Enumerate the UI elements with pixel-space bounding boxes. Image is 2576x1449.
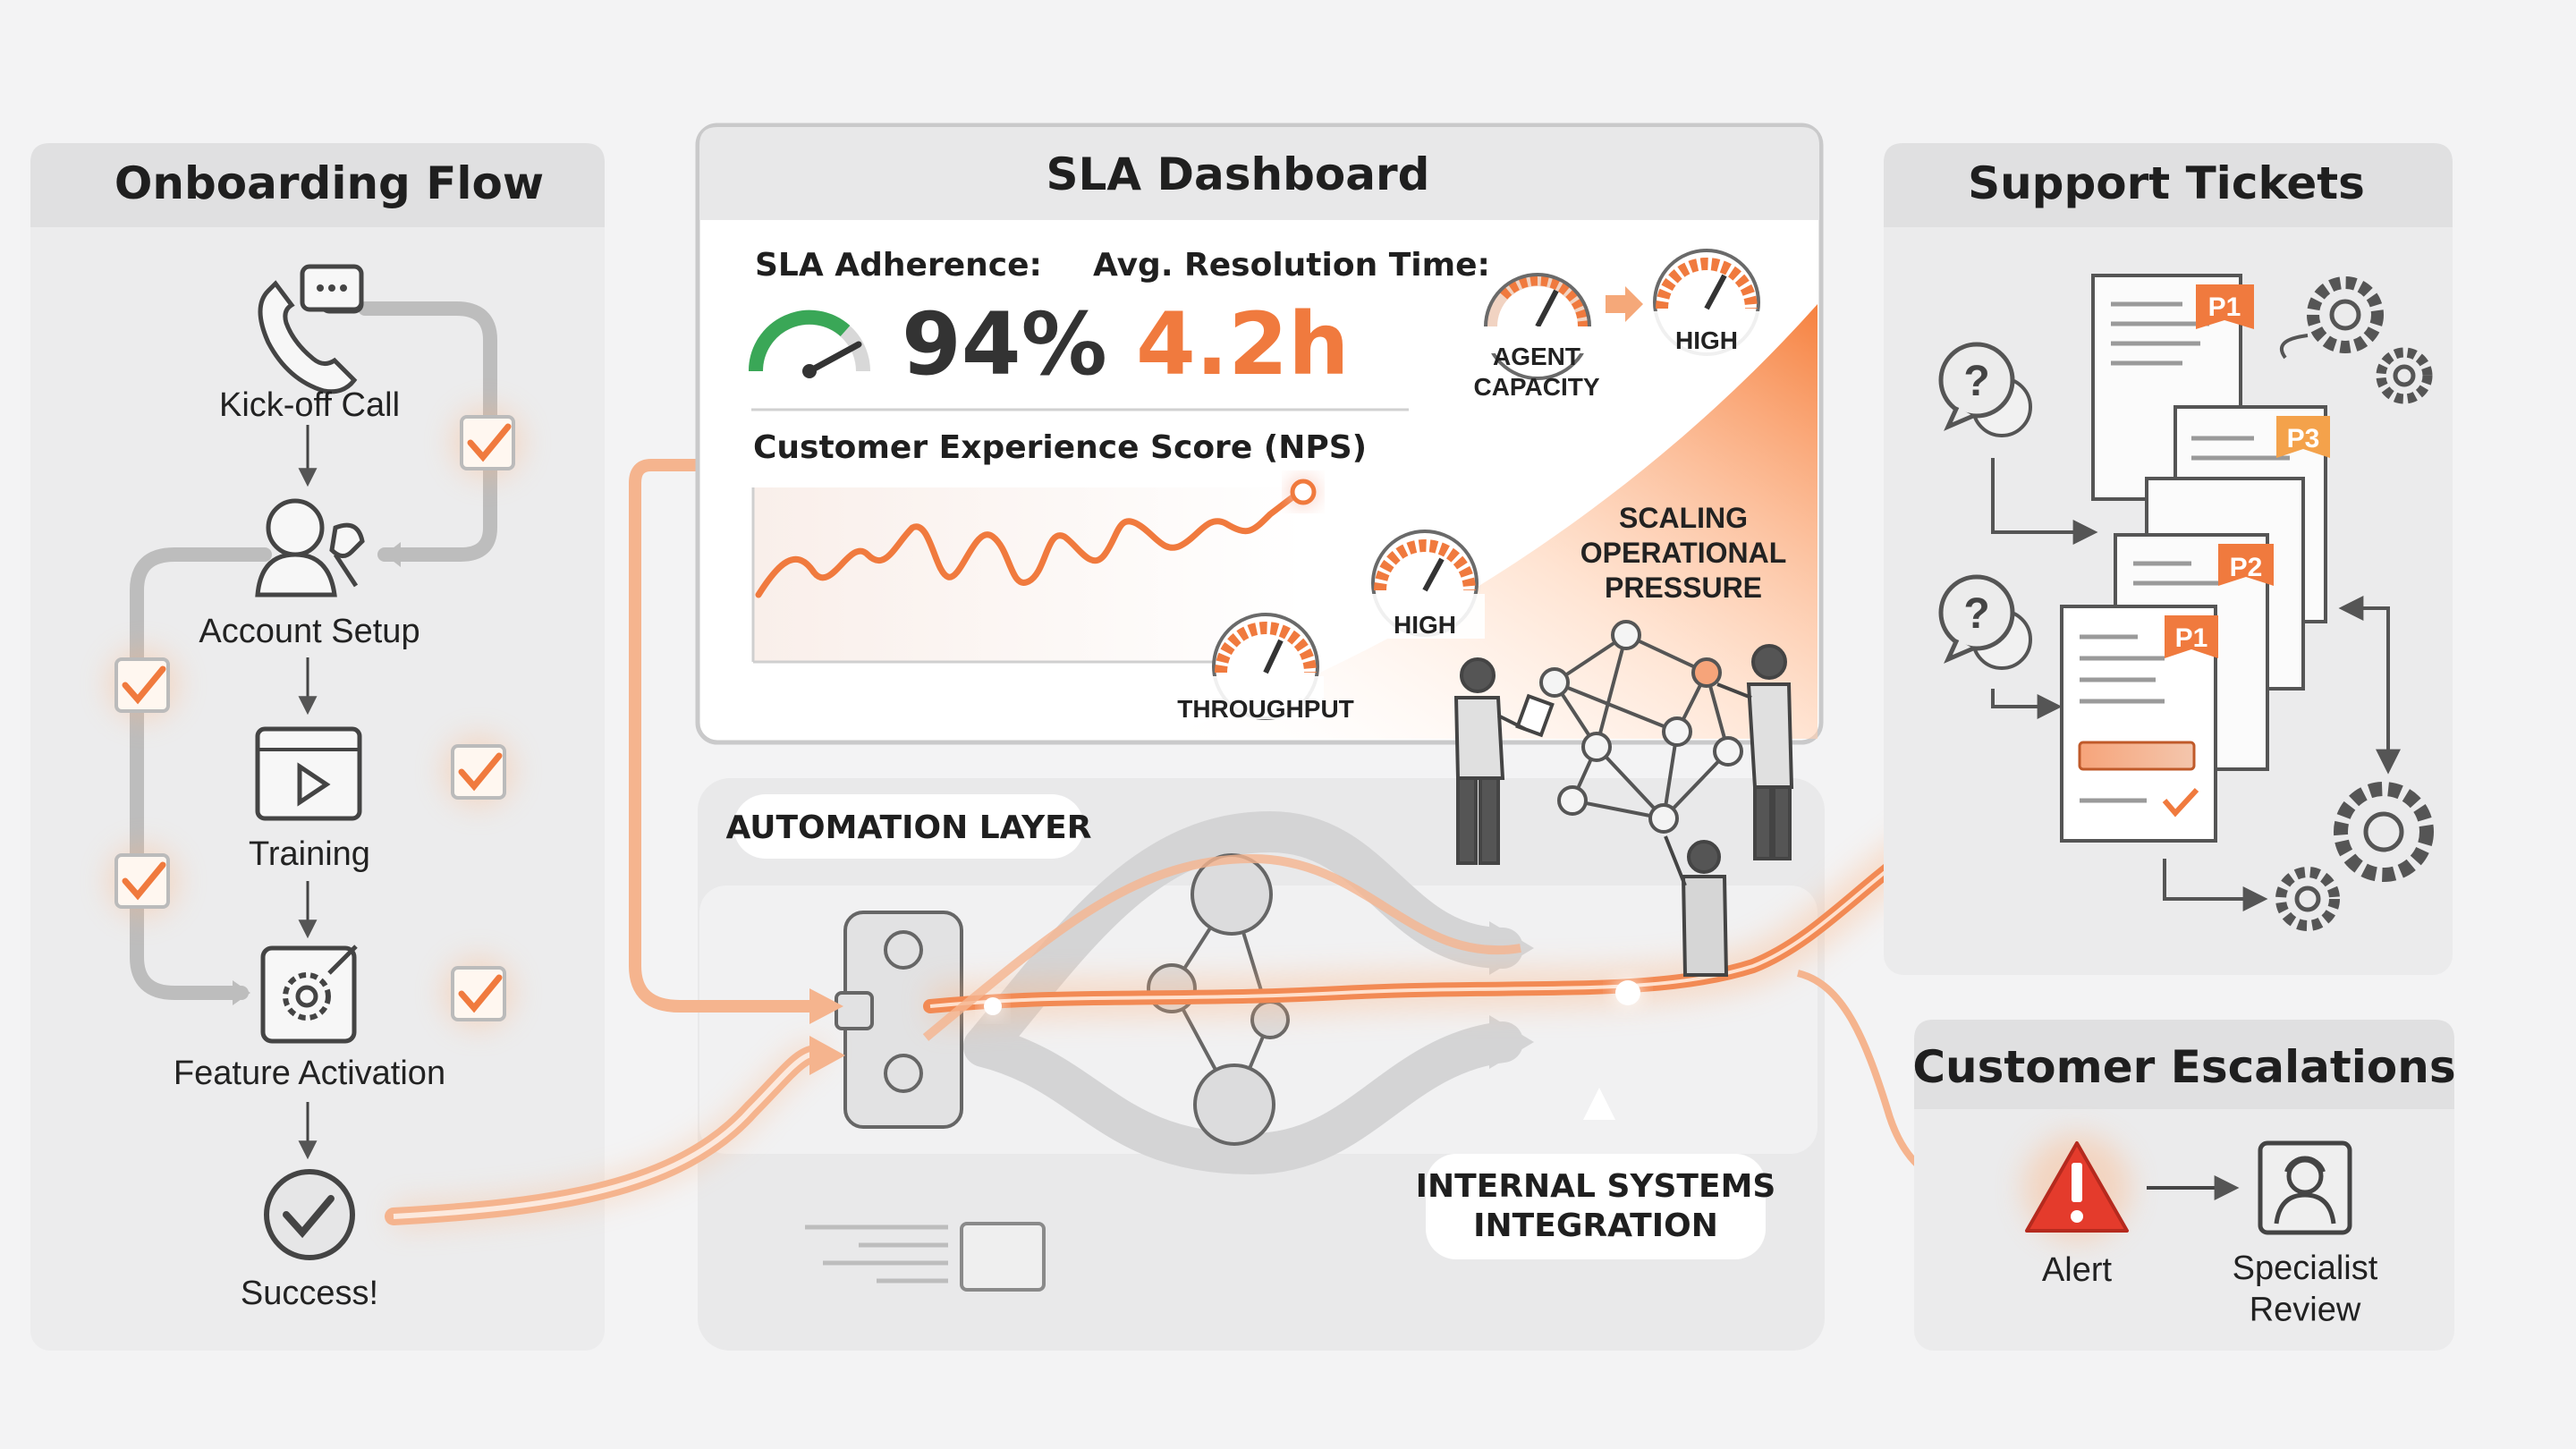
step-feature-activation: Feature Activation <box>174 1055 445 1092</box>
success-check-icon <box>264 1169 355 1260</box>
alert-label: Alert <box>2042 1251 2113 1289</box>
onboarding-panel: Onboarding Flow Kick-off Call <box>30 143 605 1351</box>
support-tickets-title: Support Tickets <box>1968 157 2365 209</box>
person-left-icon <box>1453 657 1555 865</box>
gear-cursor-icon <box>260 945 358 1044</box>
gear-icon <box>2275 867 2340 931</box>
user-wrench-icon <box>255 498 365 597</box>
step-success: Success! <box>241 1275 378 1312</box>
specialist-avatar-icon <box>2258 1140 2352 1235</box>
gear-icon <box>2334 782 2434 882</box>
ticket-p1-front: P1 <box>2060 605 2218 843</box>
high-gauge-mid-icon <box>1368 530 1485 639</box>
question-bubble-icon: ? <box>1938 574 2032 670</box>
ticket-priority: P1 <box>2208 292 2241 322</box>
automation-graph-icon <box>1147 853 1290 1146</box>
data-flow-lines <box>385 459 2030 1228</box>
ticket-priority: P1 <box>2175 623 2208 653</box>
video-player-icon <box>255 726 362 821</box>
ticket-priority: P2 <box>2230 553 2263 582</box>
network-graph-icon <box>1539 620 1743 834</box>
ticket-p1-top: P1 <box>2091 274 2254 501</box>
automation-module-icon <box>835 911 963 1129</box>
alert-icon <box>2023 1134 2131 1241</box>
sla-title: SLA Dashboard <box>1046 148 1430 200</box>
high-gauge-mid-label: HIGH <box>1394 611 1456 639</box>
sla-dashboard-panel: SLA Dashboard SLA Adherence: 94% Avg. Re… <box>695 123 1824 745</box>
high-gauge-top-label: HIGH <box>1675 326 1738 354</box>
automation-panel: AUTOMATION LAYER <box>698 778 1825 1351</box>
resolution-time-label: Avg. Resolution Time: <box>1093 247 1490 284</box>
svg-text:?: ? <box>1963 358 1989 405</box>
gear-icon <box>2307 276 2384 353</box>
checkbox-icon <box>443 957 514 1029</box>
adherence-gauge-icon <box>748 309 870 378</box>
automation-layer-pill: AUTOMATION LAYER <box>726 794 1092 859</box>
svg-text:?: ? <box>1963 590 1989 638</box>
automation-box-icon <box>960 1222 1046 1292</box>
nps-label: Customer Experience Score (NPS) <box>753 429 1367 466</box>
speed-lines <box>805 1224 948 1284</box>
high-gauge-top-icon <box>1650 249 1767 356</box>
pressure-gradient <box>1145 304 1818 742</box>
automation-layer-label: AUTOMATION LAYER <box>726 809 1092 846</box>
checkbox-icon <box>107 845 179 917</box>
onboarding-title: Onboarding Flow <box>114 157 544 209</box>
checkbox-icon <box>443 735 514 807</box>
escalations-title: Customer Escalations <box>1912 1041 2455 1093</box>
step-kickoff-call: Kick-off Call <box>219 386 400 424</box>
person-right-icon <box>1716 644 1794 860</box>
checkbox-icon <box>107 648 179 720</box>
ticket-priority: P3 <box>2287 424 2320 453</box>
throughput-label: THROUGHPUT <box>1177 695 1354 723</box>
sla-adherence-value: 94% <box>902 294 1107 394</box>
sla-adherence-label: SLA Adherence: <box>755 247 1042 284</box>
checkbox-icon <box>452 407 523 479</box>
nps-line <box>755 488 1305 598</box>
step-training: Training <box>249 835 370 873</box>
onboarding-checkboxes <box>107 407 523 1029</box>
chat-bubble-icon <box>300 264 364 312</box>
team-network-illustration <box>1453 620 1794 977</box>
resolution-time-value: 4.2h <box>1136 294 1349 394</box>
throughput-gauge-icon <box>1208 613 1324 720</box>
support-tickets-panel: Support Tickets ? ? <box>1884 143 2453 975</box>
gear-icon <box>2376 347 2433 404</box>
gauge-arrow-icon <box>1606 286 1643 322</box>
agent-capacity-gauge-icon <box>1480 273 1597 380</box>
person-bottom-icon <box>1664 835 1729 977</box>
question-bubble-icon: ? <box>1938 342 2032 437</box>
step-account-setup: Account Setup <box>199 613 419 650</box>
